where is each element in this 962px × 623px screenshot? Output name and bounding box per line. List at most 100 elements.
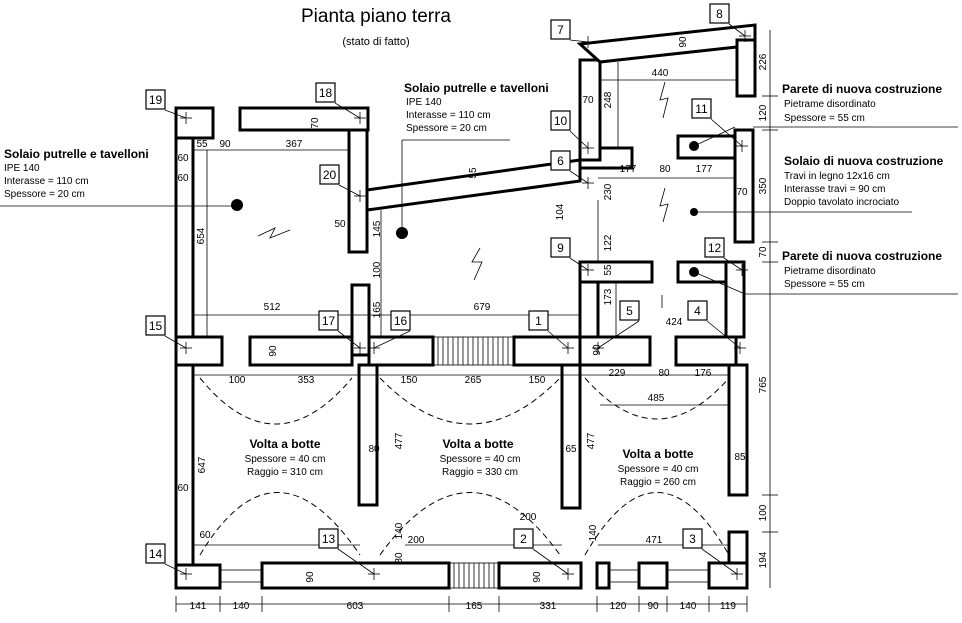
dimension-label: 104 bbox=[555, 203, 566, 220]
annotation-title: Solaio putrelle e tavelloni bbox=[404, 81, 549, 95]
dimension-label: 90 bbox=[592, 344, 603, 356]
wall-top-slanted-right bbox=[576, 23, 757, 64]
dimension-label: 70 bbox=[758, 246, 769, 258]
node-label: 19 bbox=[149, 93, 163, 107]
dimension-label: 200 bbox=[520, 512, 537, 523]
dimension-label: 140 bbox=[394, 522, 405, 539]
dimension-label: 90 bbox=[305, 571, 316, 583]
stairs-top bbox=[432, 336, 515, 366]
node-box bbox=[709, 3, 730, 24]
node-marker-18: 18 bbox=[315, 82, 366, 124]
node-box bbox=[513, 528, 534, 549]
node-marker-16: 16 bbox=[368, 310, 411, 354]
window-bottom-right bbox=[608, 569, 640, 583]
node-label: 5 bbox=[626, 304, 633, 318]
dimension-lines bbox=[0, 30, 958, 612]
dimension-label: 173 bbox=[603, 288, 614, 305]
node-label: 2 bbox=[520, 532, 527, 546]
wall-right-9 bbox=[578, 260, 654, 284]
node-marker-4: 4 bbox=[687, 300, 746, 354]
dimension-label: 603 bbox=[347, 601, 364, 612]
annotation-line: Spessore = 55 cm bbox=[784, 113, 865, 124]
dimension-label: 90 bbox=[219, 139, 231, 150]
dimension-label: 122 bbox=[603, 234, 614, 251]
dimension-label: 765 bbox=[758, 376, 769, 393]
vault-label-1: Volta a botte Spessore = 40 cm Raggio = … bbox=[245, 437, 326, 478]
dimension-label: 485 bbox=[648, 393, 665, 404]
node-label: 9 bbox=[557, 241, 564, 255]
node-box bbox=[691, 98, 712, 119]
wall-row-2 bbox=[248, 335, 354, 367]
dimension-label: 248 bbox=[603, 91, 614, 108]
dimension-label: 176 bbox=[695, 368, 712, 379]
node-marker-1: 1 bbox=[528, 310, 574, 354]
dimension-label: 80 bbox=[368, 444, 380, 455]
node-label: 1 bbox=[535, 314, 542, 328]
dimension-label: 100 bbox=[229, 375, 246, 386]
dimension-label: 265 bbox=[465, 375, 482, 386]
dimension-label: 80 bbox=[658, 368, 670, 379]
wall-bottom-2 bbox=[260, 561, 451, 590]
dimension-label: 512 bbox=[264, 302, 281, 313]
wall-row-6 bbox=[674, 335, 738, 367]
node-marker-2: 2 bbox=[513, 528, 574, 580]
annotation-line: Doppio tavolato incrociato bbox=[784, 197, 900, 208]
node-label: 18 bbox=[319, 86, 333, 100]
dimension-label: 140 bbox=[680, 601, 697, 612]
joist-dot-right bbox=[690, 208, 698, 216]
vault-title: Volta a botte bbox=[249, 437, 320, 451]
annotation-line: Interasse = 110 cm bbox=[4, 176, 89, 187]
dimension-label: 477 bbox=[394, 432, 405, 449]
annotation-line: Travi in legno 12x16 cm bbox=[784, 171, 890, 182]
wall-lower-right bbox=[727, 363, 749, 497]
vault-line: Raggio = 310 cm bbox=[247, 467, 323, 478]
node-label: 7 bbox=[557, 23, 564, 37]
node-label: 3 bbox=[689, 532, 696, 546]
dimension-label: 145 bbox=[372, 220, 383, 237]
node-label: 13 bbox=[322, 532, 336, 546]
wall-bottom-5 bbox=[637, 561, 669, 590]
node-marker-17: 17 bbox=[318, 310, 366, 354]
vault-line: Spessore = 40 cm bbox=[618, 464, 699, 475]
dimension-label: 150 bbox=[529, 375, 546, 386]
wall-bottom-4 bbox=[595, 561, 611, 590]
dimension-label: 55 bbox=[603, 264, 614, 276]
wall-inner-16-17 bbox=[350, 283, 371, 357]
vault-title: Volta a botte bbox=[442, 437, 513, 451]
node-box bbox=[145, 89, 166, 110]
vault-line: Raggio = 260 cm bbox=[620, 477, 696, 488]
annotation-title: Parete di nuova costruzione bbox=[782, 249, 942, 263]
annotation-line: Spessore = 20 cm bbox=[4, 189, 85, 200]
dimension-label: 60 bbox=[177, 483, 189, 494]
joist-dot-center bbox=[396, 227, 408, 239]
dimension-label: 55 bbox=[196, 139, 208, 150]
node-label: 15 bbox=[149, 319, 163, 333]
dimension-label: 90 bbox=[678, 36, 689, 48]
wall-inner-20 bbox=[347, 128, 369, 254]
joist-direction-markers bbox=[257, 81, 669, 308]
dimension-label: 165 bbox=[466, 601, 483, 612]
vault-line: Raggio = 330 cm bbox=[442, 467, 518, 478]
dimension-label: 80 bbox=[394, 552, 405, 564]
node-marker-19: 19 bbox=[145, 89, 192, 124]
annotation-line: Pietrame disordinato bbox=[784, 99, 876, 110]
annotation-line: Interasse travi = 90 cm bbox=[784, 184, 885, 195]
wall-bottom-6 bbox=[707, 561, 749, 590]
dimension-label: 165 bbox=[372, 301, 383, 318]
dimension-label: 90 bbox=[647, 601, 659, 612]
node-label: 17 bbox=[322, 314, 336, 328]
annotation-parete-top: Parete di nuova costruzione Pietrame dis… bbox=[782, 82, 942, 124]
wall-top-left bbox=[174, 106, 215, 140]
wall-row-1 bbox=[174, 335, 224, 367]
annotation-line: Pietrame disordinato bbox=[784, 266, 876, 277]
dimension-label: 60 bbox=[177, 153, 189, 164]
node-marker-13: 13 bbox=[318, 528, 380, 580]
dimension-label: 55 bbox=[468, 167, 479, 179]
wall-right-11 bbox=[676, 134, 737, 160]
dimension-label: 70 bbox=[310, 117, 321, 129]
node-marker-15: 15 bbox=[145, 315, 192, 354]
dimension-label: 120 bbox=[758, 104, 769, 121]
